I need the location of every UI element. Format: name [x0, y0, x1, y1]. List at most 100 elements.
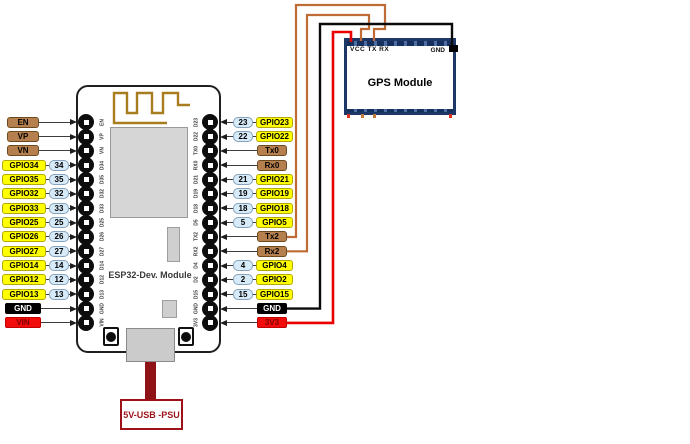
pin-number-gpio25: 25	[49, 217, 69, 229]
header-pin-left-gpio14	[78, 257, 94, 274]
arrow-icon	[220, 205, 227, 212]
gps-solder-tick	[449, 114, 452, 118]
esp32-board-label: ESP32-Dev. Module	[108, 270, 192, 280]
pin-hole	[207, 220, 213, 226]
pin-label-gpio21: GPIO21	[256, 174, 293, 186]
arrow-icon	[70, 205, 77, 212]
header-pin-left-vin	[78, 314, 94, 331]
arrow-icon	[220, 190, 227, 197]
pin-number-gpio27: 27	[49, 245, 69, 257]
pin-hole	[207, 191, 213, 197]
pin-number-gpio2: 2	[233, 274, 253, 286]
silkscreen-right-gpio22: D22	[193, 132, 199, 142]
pin-number-gpio21: 21	[233, 174, 253, 186]
pin-label-gpio5: GPIO5	[256, 217, 293, 229]
header-pin-right-gpio5	[202, 214, 218, 231]
pin-hole	[83, 191, 89, 197]
pin-hole	[207, 263, 213, 269]
leader-line	[227, 293, 233, 295]
pin-hole	[207, 306, 213, 312]
pin-row-left-en: EN	[1, 116, 77, 129]
silkscreen-right-rx2: RX2	[193, 246, 199, 257]
psu-box: 5V-USB -PSU	[120, 399, 183, 430]
leader-line	[46, 193, 49, 195]
silkscreen-left-gpio14: D14	[99, 261, 105, 271]
silkscreen-left-gpio35: D35	[99, 175, 105, 185]
usb-power-cable	[145, 361, 156, 400]
header-pin-left-gnd	[78, 300, 94, 317]
pin-number-gpio12: 12	[49, 274, 69, 286]
leader-line	[253, 179, 256, 181]
leader-line	[46, 207, 49, 209]
pin-row-right-tx0: Tx0	[220, 144, 293, 157]
silkscreen-right-gpio5: D5	[193, 219, 199, 226]
pin-hole	[83, 148, 89, 154]
pin-label-gpio25: GPIO25	[2, 217, 46, 229]
pin-hole	[207, 291, 213, 297]
silkscreen-left-gpio12: D12	[99, 275, 105, 285]
pin-hole	[207, 134, 213, 140]
header-pin-left-gpio27	[78, 243, 94, 260]
header-pin-right-gpio2	[202, 271, 218, 288]
pin-label-gpio32: GPIO32	[2, 188, 46, 200]
gps-gnd-pin-marker	[449, 45, 458, 52]
leader-line	[39, 136, 70, 138]
arrow-icon	[220, 147, 227, 154]
leader-line	[41, 322, 70, 324]
silkscreen-left-vn: VN	[99, 147, 105, 155]
pin-hole	[83, 134, 89, 140]
gps-module-title: GPS Module	[367, 77, 433, 89]
leader-line	[69, 236, 70, 238]
leader-line	[46, 279, 49, 281]
silkscreen-right-gpio4: D4	[193, 262, 199, 269]
pin-hole	[83, 306, 89, 312]
header-pin-left-gpio25	[78, 214, 94, 231]
pin-number-gpio32: 32	[49, 188, 69, 200]
arrow-icon	[220, 119, 227, 126]
pin-label-gnd: GND	[5, 303, 41, 315]
pin-label-gpio33: GPIO33	[2, 202, 46, 214]
pin-number-gpio22: 22	[233, 131, 253, 143]
boot-button[interactable]	[103, 327, 119, 346]
header-pin-right-gpio19	[202, 185, 218, 202]
leader-line	[253, 293, 256, 295]
pin-hole	[207, 248, 213, 254]
pin-hole	[83, 220, 89, 226]
gps-solder-tick	[373, 114, 376, 118]
leader-line	[227, 179, 233, 181]
arrow-icon	[220, 219, 227, 226]
usb-uart-chip	[162, 300, 177, 318]
psu-label: 5V-USB -PSU	[123, 409, 180, 420]
en-button[interactable]	[178, 327, 194, 346]
header-pin-right-gpio4	[202, 257, 218, 274]
silkscreen-left-gpio25: D25	[99, 218, 105, 228]
leader-line	[227, 222, 233, 224]
silkscreen-right-gpio2: D2	[193, 276, 199, 284]
silkscreen-right-gpio15: D15	[193, 289, 199, 299]
header-pin-left-gpio35	[78, 171, 94, 188]
leader-line	[39, 150, 70, 152]
pin-label-gpio19: GPIO19	[256, 188, 293, 200]
pin-hole	[207, 148, 213, 154]
leader-line	[69, 222, 70, 224]
pin-number-gpio13: 13	[49, 288, 69, 300]
arrow-icon	[70, 219, 77, 226]
silkscreen-left-gpio32: D32	[99, 189, 105, 199]
leader-line	[69, 265, 70, 267]
leader-line	[46, 293, 49, 295]
pin-number-gpio14: 14	[49, 260, 69, 272]
arrow-icon	[70, 147, 77, 154]
leader-line	[227, 164, 257, 166]
pin-row-right-rx2: Rx2	[220, 245, 293, 258]
pin-number-gpio26: 26	[49, 231, 69, 243]
pin-label-gpio35: GPIO35	[2, 174, 46, 186]
header-pin-left-vn	[78, 142, 94, 159]
header-pin-right-gpio22	[202, 128, 218, 145]
leader-line	[227, 150, 257, 152]
header-pin-right-gpio15	[202, 286, 218, 303]
pin-number-gpio18: 18	[233, 202, 253, 214]
